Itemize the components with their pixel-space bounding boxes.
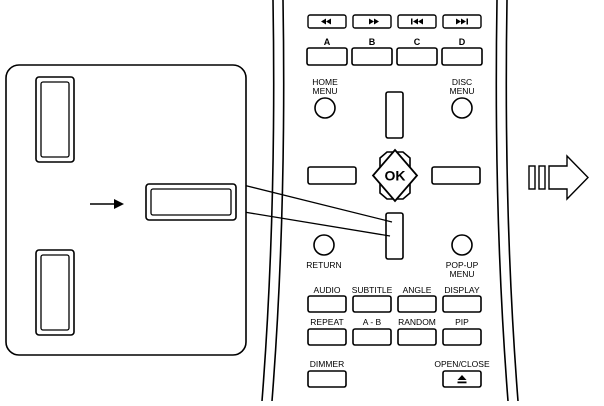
subtitle-button[interactable] <box>352 295 392 313</box>
direction-pad: OK <box>307 91 481 260</box>
skip-forward-button[interactable] <box>442 14 482 29</box>
return-button[interactable] <box>313 234 335 256</box>
pip-button[interactable] <box>442 328 482 346</box>
display-button[interactable] <box>442 295 482 313</box>
button-d-label: D <box>459 37 466 47</box>
home-menu-label-1: HOME <box>312 77 338 87</box>
rewind-button[interactable] <box>307 14 347 29</box>
random-button[interactable] <box>397 328 437 346</box>
left-button[interactable] <box>307 166 357 185</box>
function-row-1: AUDIO SUBTITLE ANGLE DISPLAY <box>307 285 482 313</box>
repeat-label: REPEAT <box>310 317 343 327</box>
button-c[interactable] <box>396 47 438 66</box>
zoomed-right-button <box>145 183 237 221</box>
transport-row <box>307 14 482 29</box>
button-b[interactable] <box>351 47 393 66</box>
skip-forward-icon <box>456 18 468 25</box>
angle-button[interactable] <box>397 295 437 313</box>
audio-label: AUDIO <box>314 285 341 295</box>
forward-button[interactable] <box>352 14 392 29</box>
disc-menu-label-1: DISC <box>452 77 472 87</box>
a-b-button[interactable] <box>352 328 392 346</box>
subtitle-label: SUBTITLE <box>352 285 393 295</box>
right-button[interactable] <box>431 166 481 185</box>
function-row-2: REPEAT A - B RANDOM PIP <box>307 317 482 346</box>
dimmer-button[interactable] <box>307 370 347 388</box>
callout-line-bottom <box>243 211 391 237</box>
button-b-label: B <box>369 37 376 47</box>
button-d[interactable] <box>441 47 483 66</box>
double-left-arrow-icon <box>321 18 331 25</box>
popup-menu-label-2: MENU <box>449 269 474 279</box>
dimmer-label: DIMMER <box>310 359 344 369</box>
skip-back-button[interactable] <box>397 14 437 29</box>
open-close-label: OPEN/CLOSE <box>434 359 490 369</box>
zoom-callout <box>5 64 393 356</box>
eject-icon <box>457 375 467 384</box>
return-label: RETURN <box>306 260 341 270</box>
up-button[interactable] <box>385 91 404 139</box>
button-a[interactable] <box>306 47 348 66</box>
callout-line-top <box>230 181 393 223</box>
button-c-label: C <box>414 37 421 47</box>
home-menu-label-2: MENU <box>312 86 337 96</box>
zoomed-down-button <box>35 249 75 336</box>
button-a-label: A <box>324 37 331 47</box>
disc-menu-button[interactable] <box>451 97 473 119</box>
ok-button[interactable]: OK <box>371 148 419 203</box>
audio-button[interactable] <box>307 295 347 313</box>
open-close-button[interactable] <box>442 370 482 388</box>
pip-label: PIP <box>455 317 469 327</box>
random-label: RANDOM <box>398 317 436 327</box>
zoomed-up-button <box>35 76 75 163</box>
ok-label: OK <box>385 168 406 184</box>
right-arrow-icon <box>90 199 124 209</box>
repeat-button[interactable] <box>307 328 347 346</box>
popup-menu-button[interactable] <box>451 234 473 256</box>
hollow-right-arrow-icon <box>528 154 589 201</box>
popup-menu-label-1: POP-UP <box>446 260 479 270</box>
home-menu-button[interactable] <box>314 97 336 119</box>
double-right-arrow-icon <box>369 18 379 25</box>
skip-back-icon <box>411 18 423 25</box>
color-button-row: A B C D <box>306 37 483 66</box>
disc-menu-label-2: MENU <box>449 86 474 96</box>
display-label: DISPLAY <box>444 285 480 295</box>
angle-label: ANGLE <box>403 285 432 295</box>
a-b-label: A - B <box>363 317 382 327</box>
